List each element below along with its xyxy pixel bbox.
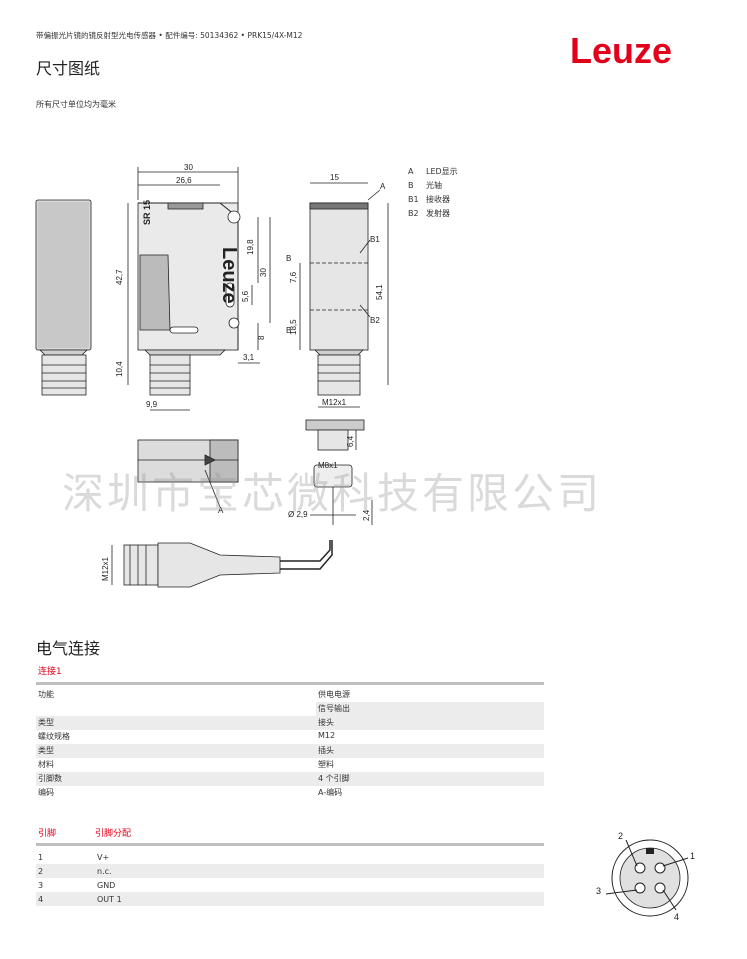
dim-9-9: 9,9	[146, 400, 158, 409]
dim-10-4: 10,4	[115, 361, 124, 377]
dim-54-1: 54,1	[375, 284, 384, 300]
pin-divider	[36, 843, 544, 846]
dim-5-6: 5,6	[241, 290, 250, 302]
cable-connector-view	[123, 540, 333, 588]
dim-19-8: 19,8	[246, 239, 255, 255]
table-row: 类型插头	[36, 744, 544, 758]
top-view	[137, 439, 239, 483]
units-note: 所有尺寸单位均为毫米	[36, 100, 116, 109]
label-A-bottom: A	[218, 506, 224, 515]
side-view: SR 15 Leuze	[137, 200, 241, 396]
pin-label-2: 2	[618, 831, 623, 841]
table-row: 类型接头	[36, 716, 544, 730]
sensor-logo-text: Leuze	[218, 247, 240, 304]
pin-label-3: 3	[596, 886, 601, 896]
dim-m12x1-b: M12x1	[101, 556, 110, 581]
label-B2: B2	[370, 316, 380, 325]
product-header-line: 带偏振光片镜的镜反射型光电传感器 • 配件编号: 50134362 • PRK1…	[36, 31, 303, 40]
dim-30-top: 30	[184, 163, 193, 172]
dim-42-7: 42,7	[115, 269, 124, 285]
front-view	[35, 199, 92, 396]
dim-7-6: 7,6	[289, 271, 298, 283]
leuze-logo: Leuze	[570, 30, 673, 71]
watermark: 深圳市宝芯微科技有限公司	[62, 469, 603, 518]
pin-assignment-header: 引脚分配	[95, 829, 132, 839]
dim-30-side: 30	[259, 268, 268, 277]
table-row: 信号输出	[36, 702, 544, 716]
dim-8: 8	[257, 335, 266, 340]
sensor-mark: SR 15	[142, 200, 152, 225]
dim-18-5: 18,5	[289, 319, 298, 335]
table-row: 功能供电电源	[38, 690, 350, 699]
dim-6-4: 6,4	[346, 435, 355, 447]
rear-view	[309, 202, 369, 396]
dimensions-title: 尺寸图纸	[36, 59, 101, 78]
label-A-top: A	[380, 182, 386, 191]
pin-column-header: 引脚	[38, 829, 57, 839]
dim-3-1: 3,1	[243, 353, 255, 362]
connection-title: 连接1	[38, 667, 62, 677]
dim-26-6: 26,6	[176, 176, 192, 185]
dim-2-4: 2,4	[362, 509, 371, 521]
dim-15: 15	[330, 173, 339, 182]
connection-divider	[36, 682, 544, 685]
dim-m8x1: M8x1	[318, 461, 338, 470]
dim-m12x1-a: M12x1	[322, 398, 347, 407]
label-B1: B1	[370, 235, 380, 244]
pin-label-1: 1	[690, 851, 695, 861]
dim-dia-2-9: Ø 2,9	[288, 510, 308, 519]
electrical-title: 电气连接	[36, 639, 101, 658]
dimension-drawing: SR 15 Leuze 30 26,6 42,7 10,4 9,9 19,8 3…	[35, 163, 389, 588]
pin-label-4: 4	[674, 912, 679, 922]
m12-connector-pinout-diagram: 1 2 3 4	[596, 831, 695, 922]
table-row: 材料塑料	[38, 760, 334, 769]
label-B-top: B	[286, 254, 291, 263]
label-B-bottom: B	[286, 326, 291, 335]
connector-detail	[305, 419, 365, 525]
